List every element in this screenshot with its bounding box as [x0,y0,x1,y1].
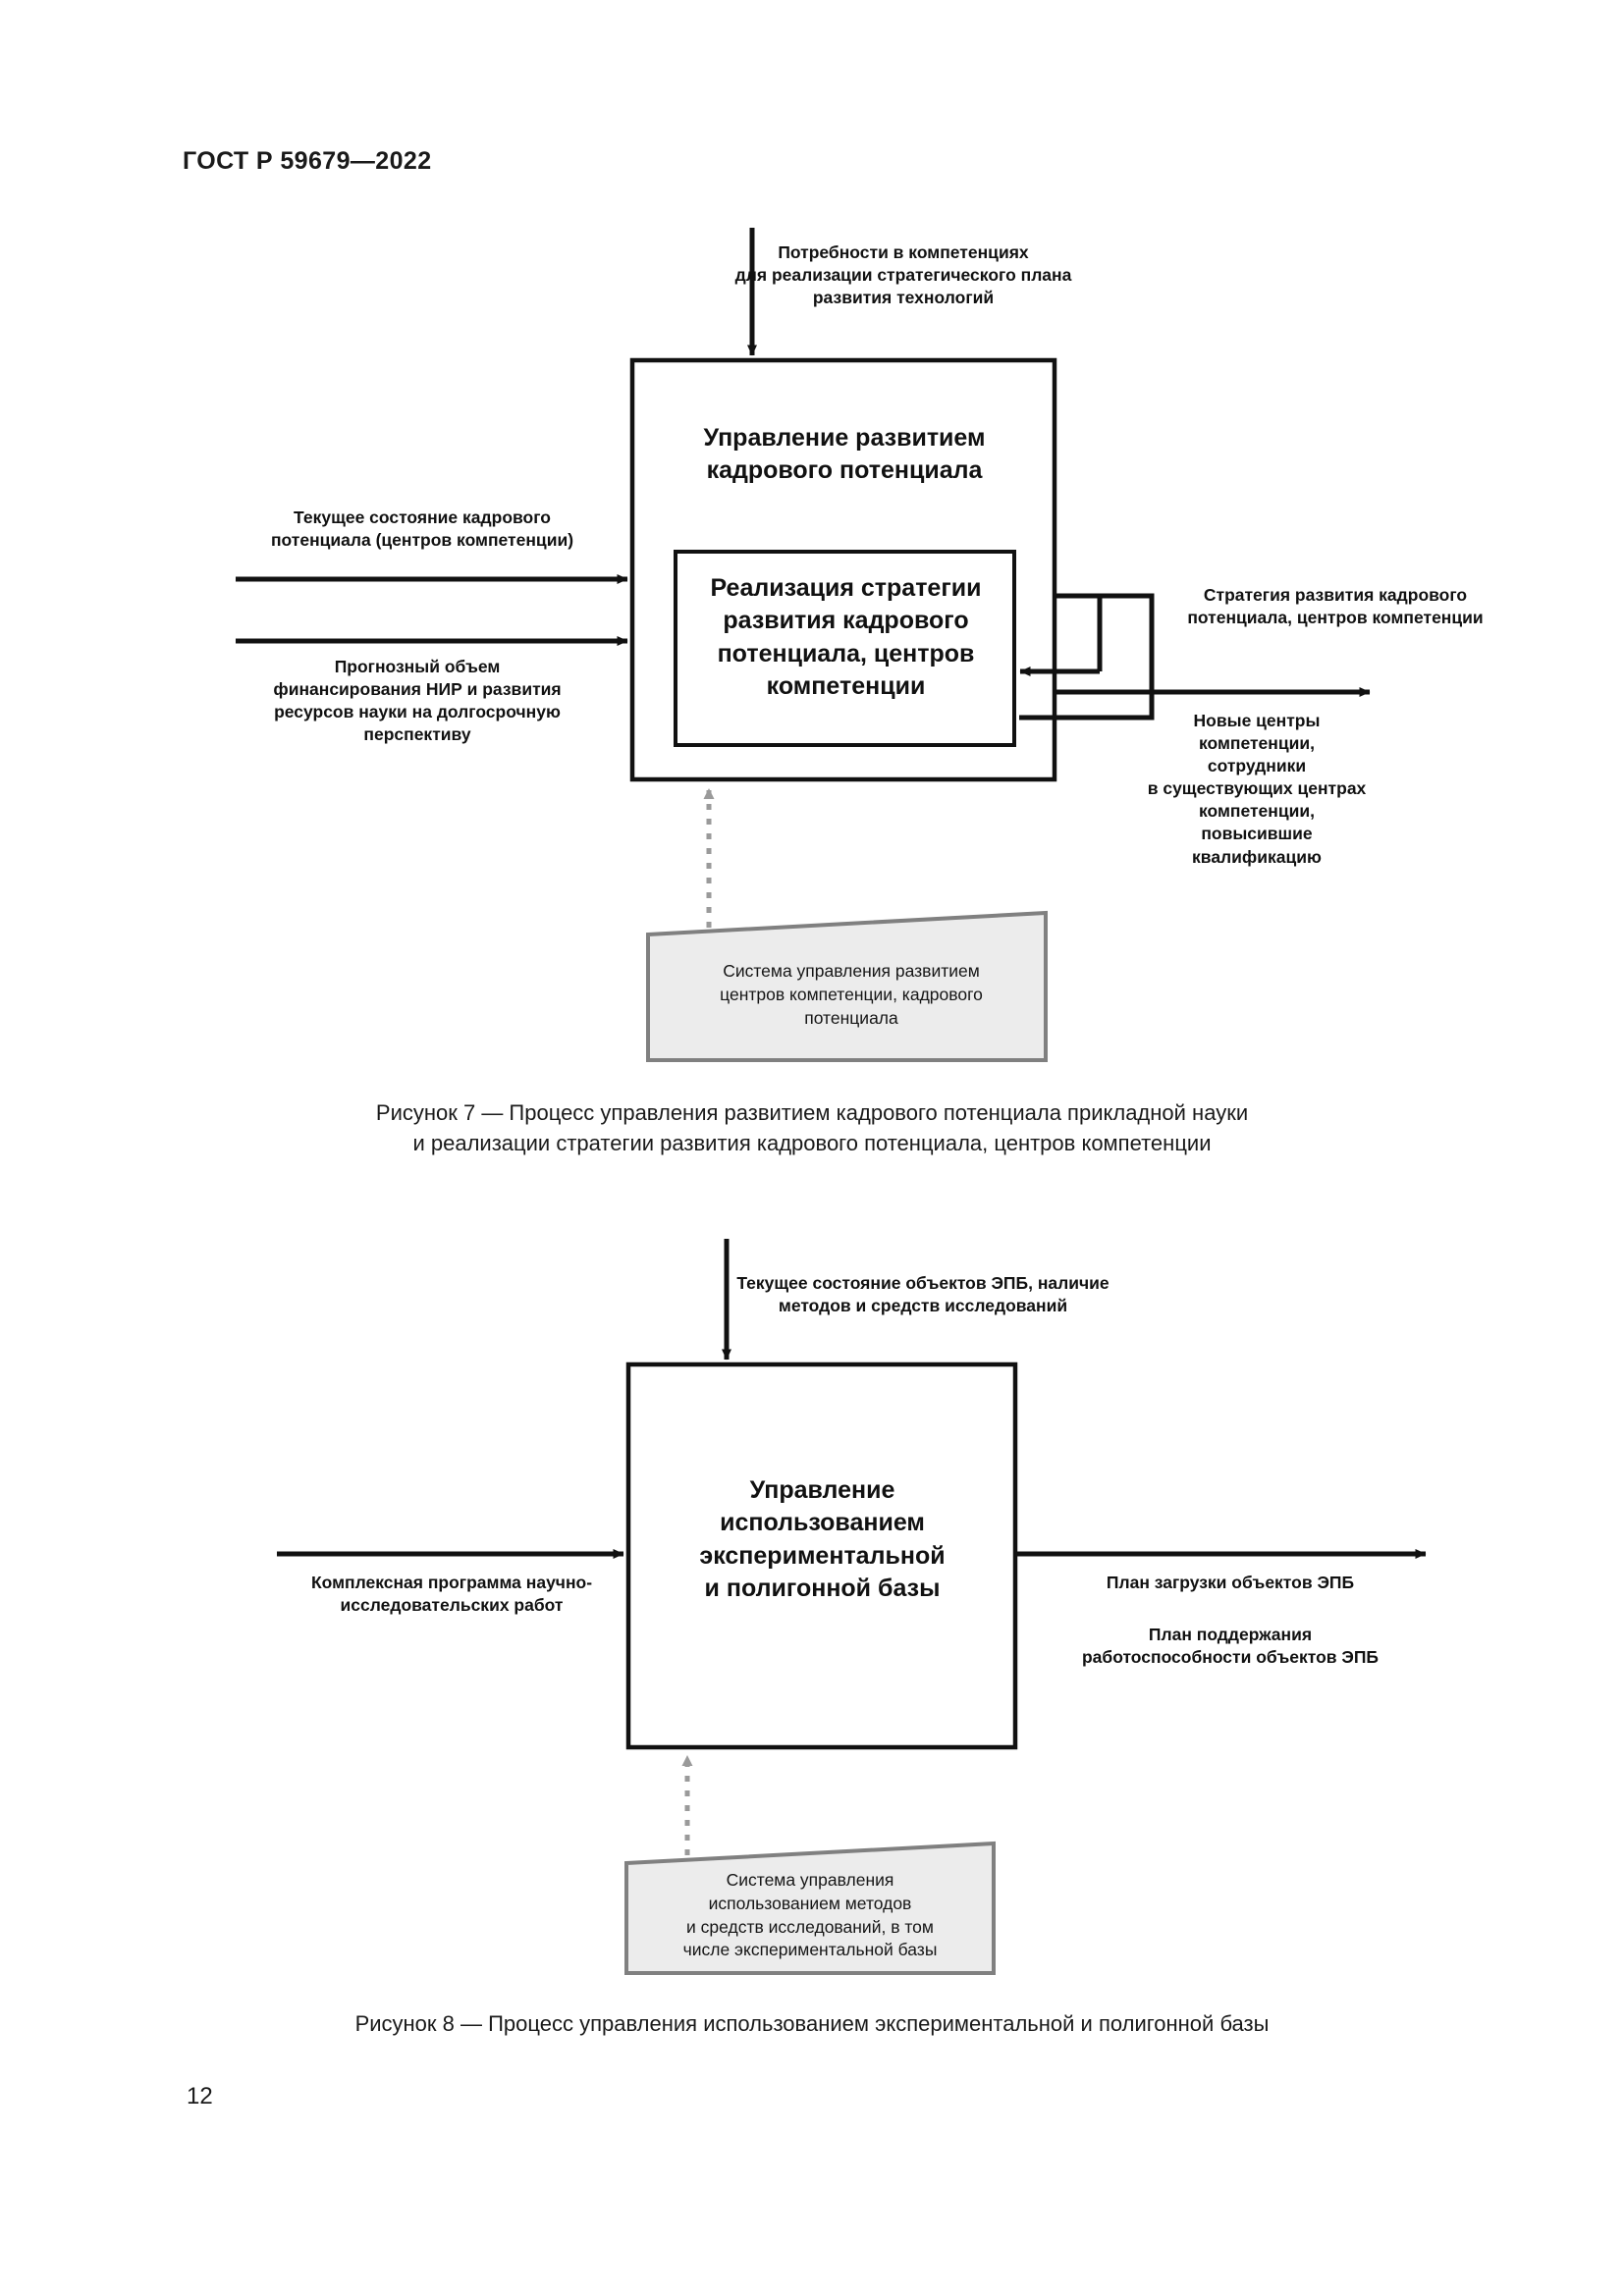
page-header: ГОСТ Р 59679—2022 [183,147,432,175]
figure7-inner-box-title: Реализация стратегии развития кадрового … [710,574,982,700]
page-number: 12 [187,2083,213,2109]
figure8-output-right-1-label: План загрузки объектов ЭПБ [1106,1573,1355,1592]
figure7-input-left-1-label: Текущее состояние кадрового потенциала (… [270,507,574,551]
figure8-mechanism-label: Система управления использованием методо… [682,1870,938,1960]
figure7-input-left-2-label: Прогнозный объем финансирования НИР и ра… [273,657,562,745]
figure7-output-right-1-label: Стратегия развития кадрового потенциала,… [1187,585,1484,628]
figure7-mechanism-label: Система управления развитием центров ком… [720,961,983,1028]
figure7-output-right-2-label: Новые центры компетенции, сотрудники в с… [1147,711,1367,867]
figure8-caption: Рисунок 8 — Процесс управления использов… [354,2011,1270,2036]
figure8-input-left-label: Комплексная программа научно- исследоват… [310,1573,593,1616]
figure7-caption: Рисунок 7 — Процесс управления развитием… [375,1100,1249,1156]
figure8-box-title: Управление использованием эксперименталь… [699,1476,946,1602]
figure8-input-top-label: Текущее состояние объектов ЭПБ, наличие … [736,1273,1110,1316]
figure8-output-right-2-label: План поддержания работоспособности объек… [1081,1625,1379,1668]
figure7-input-top-label: Потребности в компетенциях для реализаци… [734,242,1072,308]
figure7-outer-box-title: Управление развитием кадрового потенциал… [703,424,986,485]
